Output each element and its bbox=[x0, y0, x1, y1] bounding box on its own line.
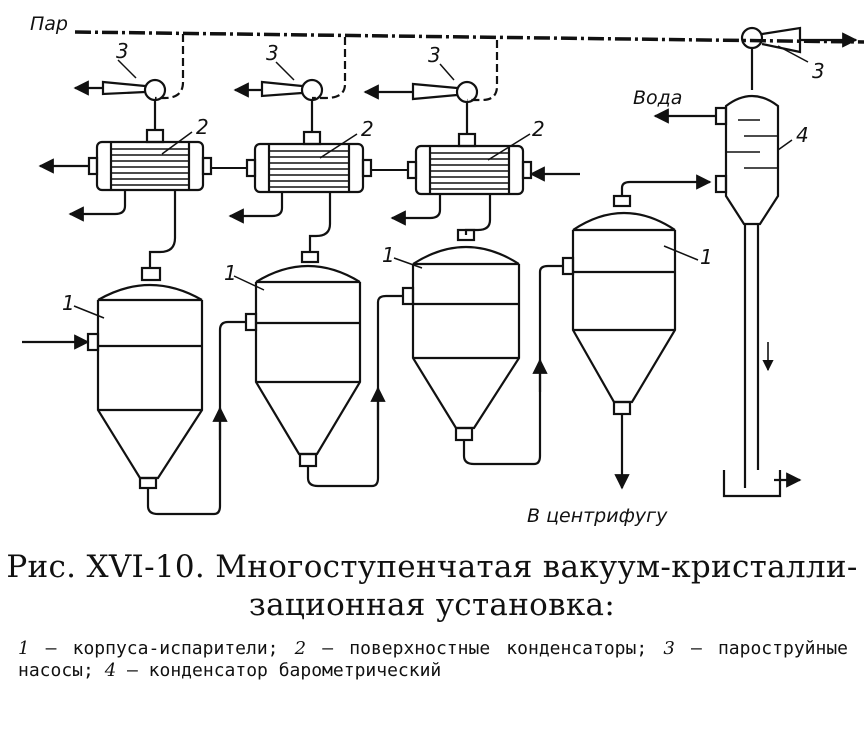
crystallization-scheme: Пар Вода В центрифугу 3 3 3 3 2 2 2 4 1 … bbox=[22, 13, 864, 527]
water-label: Вода bbox=[633, 87, 682, 109]
label-evaporator: 1 bbox=[700, 245, 713, 269]
caption-legend: 1 — корпуса-испарители; 2 — поверхностны… bbox=[18, 638, 848, 682]
evaporator bbox=[22, 266, 204, 490]
label-jet-pump: 3 bbox=[266, 41, 279, 65]
centrifuge-label: В центрифугу bbox=[527, 505, 668, 527]
caption-title-line2: зационная установка: bbox=[248, 587, 616, 623]
surface-condenser bbox=[371, 132, 580, 226]
jet-pump-icon bbox=[233, 78, 324, 132]
label-evaporator: 1 bbox=[224, 261, 237, 285]
label-jet-pump: 3 bbox=[428, 43, 441, 67]
steam-branch-2 bbox=[312, 37, 347, 100]
steam-branch-3 bbox=[155, 34, 185, 100]
steam-line bbox=[74, 30, 864, 44]
legend-text-2: — поверхностные конденсаторы; bbox=[306, 638, 664, 659]
label-evaporator: 1 bbox=[62, 291, 75, 315]
legend-num-2: 2 bbox=[294, 638, 307, 659]
evaporator bbox=[401, 228, 521, 442]
label-barometric: 4 bbox=[796, 123, 809, 147]
label-jet-pump: 3 bbox=[116, 39, 129, 63]
legend-num-1: 1 bbox=[18, 638, 30, 659]
jet-pump-icon bbox=[363, 80, 479, 134]
steam-branch-1 bbox=[467, 40, 499, 102]
legend-text-4: — конденсатор барометрический bbox=[116, 660, 442, 681]
jet-pump-icon bbox=[73, 78, 167, 130]
legend-num-3: 3 bbox=[663, 638, 675, 659]
label-condenser: 2 bbox=[361, 117, 374, 141]
figure-caption: Рис. XVI-10. Многоступенчатая вакуум-кри… bbox=[0, 548, 864, 682]
legend-text-3: — пароструйные насосы; bbox=[18, 638, 849, 681]
caption-title-line1: Рис. XVI-10. Многоступенчатая вакуум-кри… bbox=[6, 549, 858, 585]
evaporator bbox=[244, 250, 362, 468]
legend-text-1: — корпуса-испарители; bbox=[29, 638, 295, 659]
surface-condenser bbox=[38, 128, 213, 222]
jet-pump-icon bbox=[740, 26, 858, 90]
evaporator bbox=[561, 194, 677, 490]
label-jet-pump: 3 bbox=[812, 59, 825, 83]
legend-num-4: 4 bbox=[104, 660, 117, 681]
label-condenser: 2 bbox=[532, 117, 545, 141]
surface-condenser bbox=[211, 130, 373, 224]
label-condenser: 2 bbox=[196, 115, 209, 139]
label-evaporator: 1 bbox=[382, 243, 395, 267]
barometric-condenser bbox=[653, 94, 802, 498]
steam-label: Пар bbox=[30, 13, 68, 35]
